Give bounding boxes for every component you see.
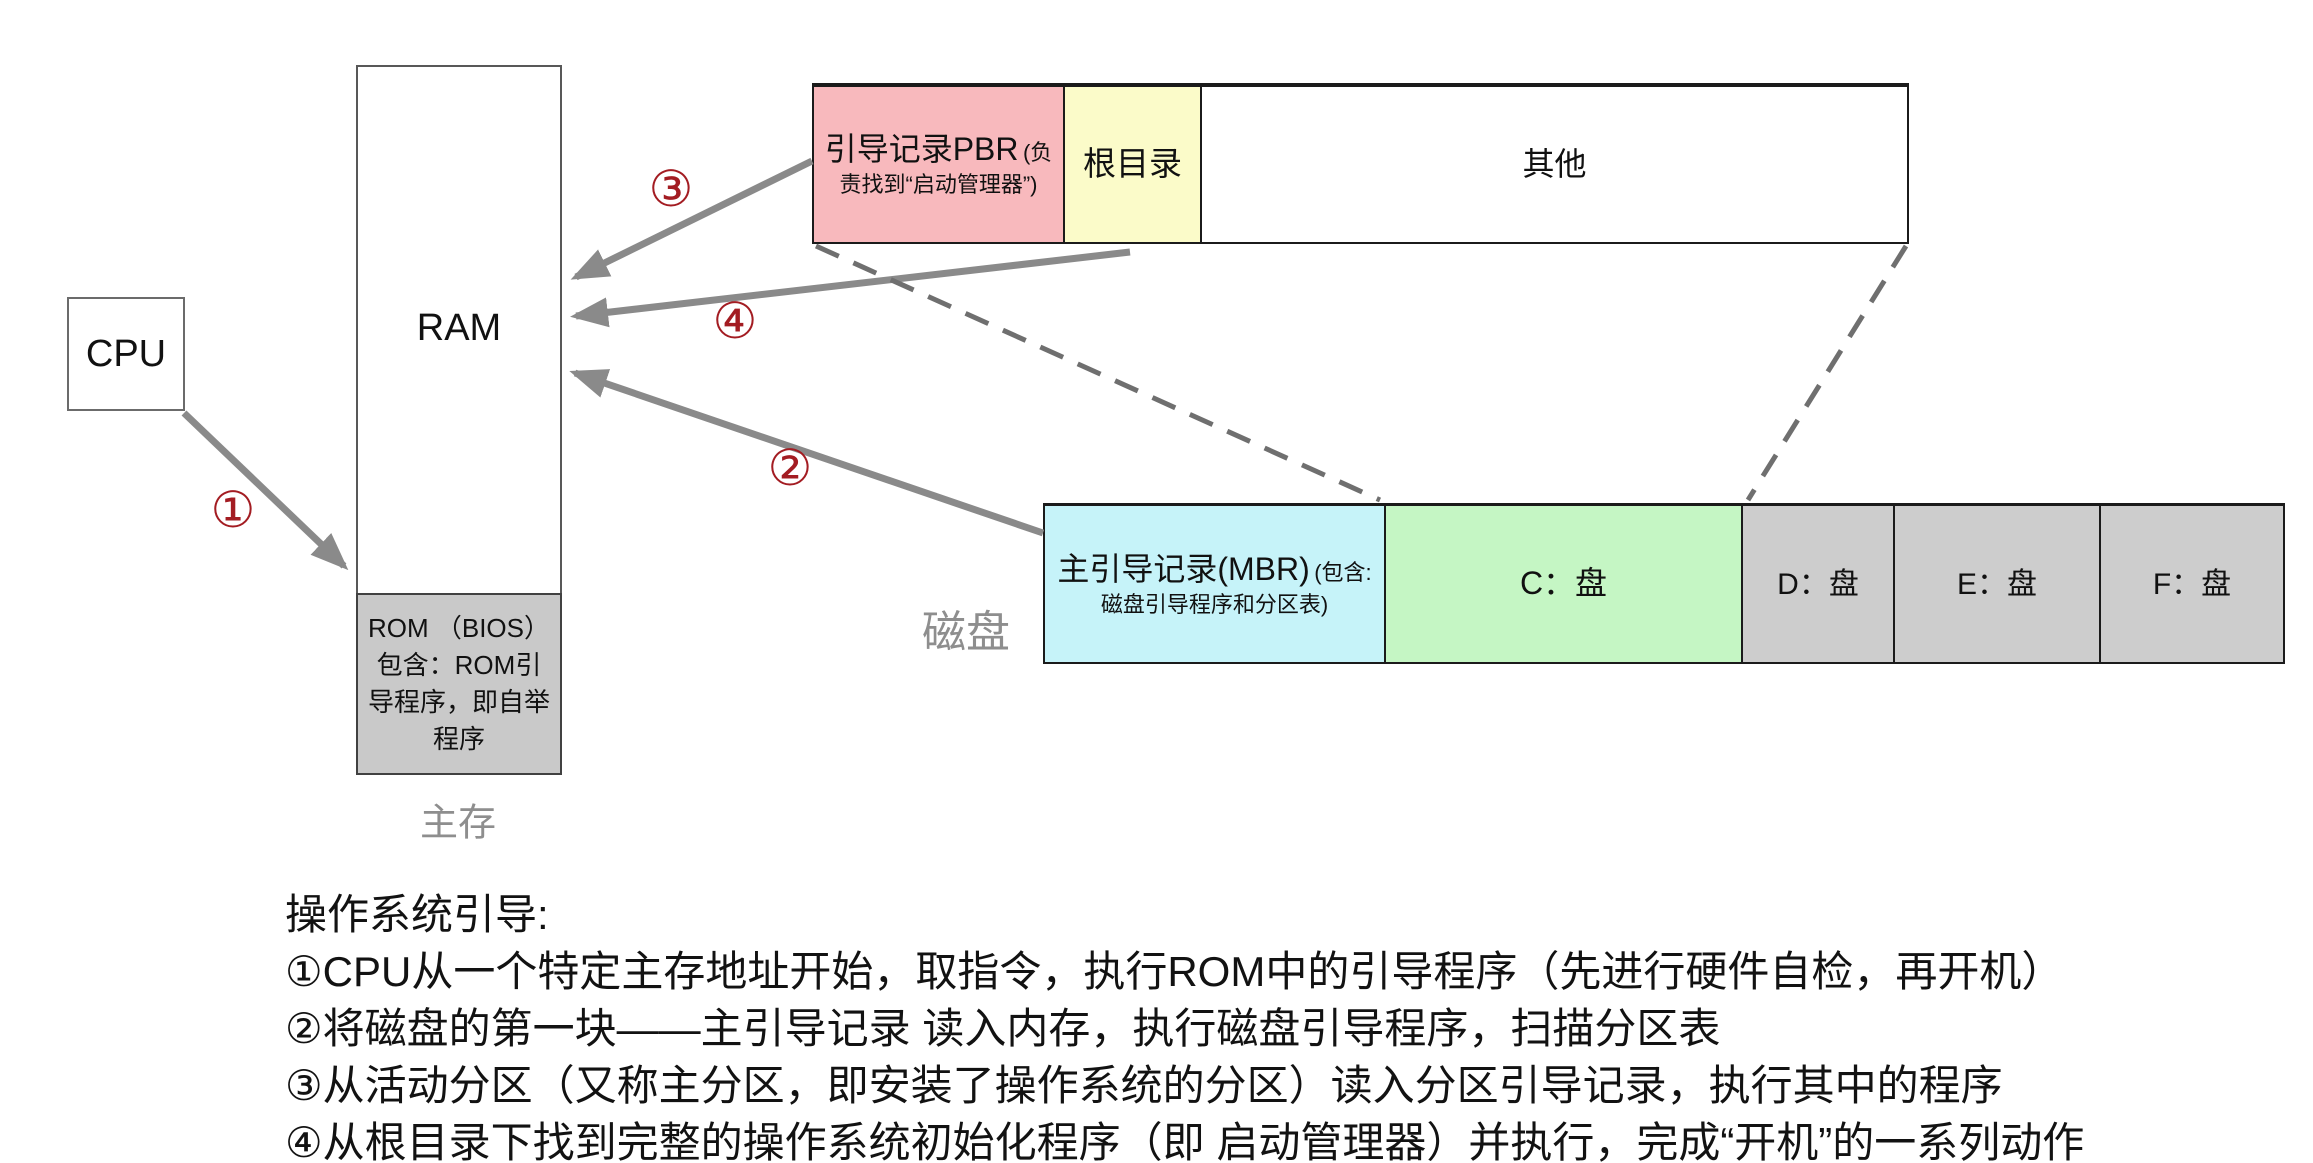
notes-title: 操作系统引导: (285, 891, 549, 938)
arrow-step4 (570, 248, 1131, 328)
arrow-step1 (181, 410, 349, 571)
mbr-segment: 主引导记录(MBR) (包含: 磁盘引导程序和分区表) (1043, 503, 1386, 664)
step-4-badge: ④ (712, 293, 758, 349)
dashed-guide-left (814, 243, 1382, 503)
f-drive-label: F：盘 (2152, 567, 2232, 601)
step-2-badge: ② (767, 440, 813, 496)
pbr-segment: 引导记录PBR (负责找到“启动管理器”) (812, 83, 1065, 244)
root-directory-label: 根目录 (1083, 145, 1182, 183)
d-drive-label: D：盘 (1777, 567, 1859, 601)
dashed-guide-right (1745, 244, 1909, 502)
step-3-badge: ③ (648, 161, 694, 217)
disk-caption: 磁盘 (922, 608, 1010, 657)
rom-bios-text: ROM （BIOS）包含：ROM引导程序，即自举程序 (367, 613, 550, 754)
c-drive-segment: C：盘 (1384, 503, 1743, 664)
e-drive-label: E：盘 (1956, 567, 2037, 601)
e-drive-segment: E：盘 (1893, 503, 2101, 664)
cpu-box: CPU (67, 297, 185, 411)
mbr-text: 主引导记录(MBR) (包含: 磁盘引导程序和分区表) (1053, 549, 1376, 619)
other-segment: 其他 (1200, 83, 1909, 244)
f-drive-segment: F：盘 (2099, 503, 2285, 664)
pbr-title: 引导记录PBR (824, 131, 1019, 168)
cpu-label: CPU (85, 332, 167, 375)
other-label: 其他 (1522, 145, 1587, 182)
main-memory-caption: 主存 (419, 802, 497, 845)
root-directory-segment: 根目录 (1063, 83, 1202, 244)
c-drive-label: C：盘 (1519, 565, 1608, 602)
rom-bios-box: ROM （BIOS）包含：ROM引导程序，即自举程序 (356, 593, 562, 775)
notes-step4: ④从根目录下找到完整的操作系统初始化程序（即 启动管理器）并执行，完成“开机”的… (285, 1119, 2085, 1163)
step-1-badge: ① (210, 482, 256, 538)
boot-notes: 操作系统引导: ①CPU从一个特定主存地址开始，取指令，执行ROM中的引导程序（… (285, 886, 2084, 1163)
notes-step1: ①CPU从一个特定主存地址开始，取指令，执行ROM中的引导程序（先进行硬件自检，… (285, 948, 2064, 995)
pbr-note: (负责找到“启动管理器”) (839, 140, 1053, 197)
d-drive-segment: D：盘 (1741, 503, 1895, 664)
ram-label: RAM (416, 307, 502, 349)
mbr-title: 主引导记录(MBR) (1057, 550, 1310, 587)
notes-step3: ③从活动分区（又称主分区，即安装了操作系统的分区）读入分区引导记录，执行其中的程… (285, 1062, 2003, 1109)
notes-step2: ②将磁盘的第一块——主引导记录 读入内存，执行磁盘引导程序，扫描分区表 (285, 1005, 1721, 1052)
mbr-note: (包含: 磁盘引导程序和分区表) (1100, 559, 1372, 617)
arrow-step3 (570, 157, 814, 281)
pbr-text: 引导记录PBR (负责找到“启动管理器”) (820, 129, 1057, 199)
